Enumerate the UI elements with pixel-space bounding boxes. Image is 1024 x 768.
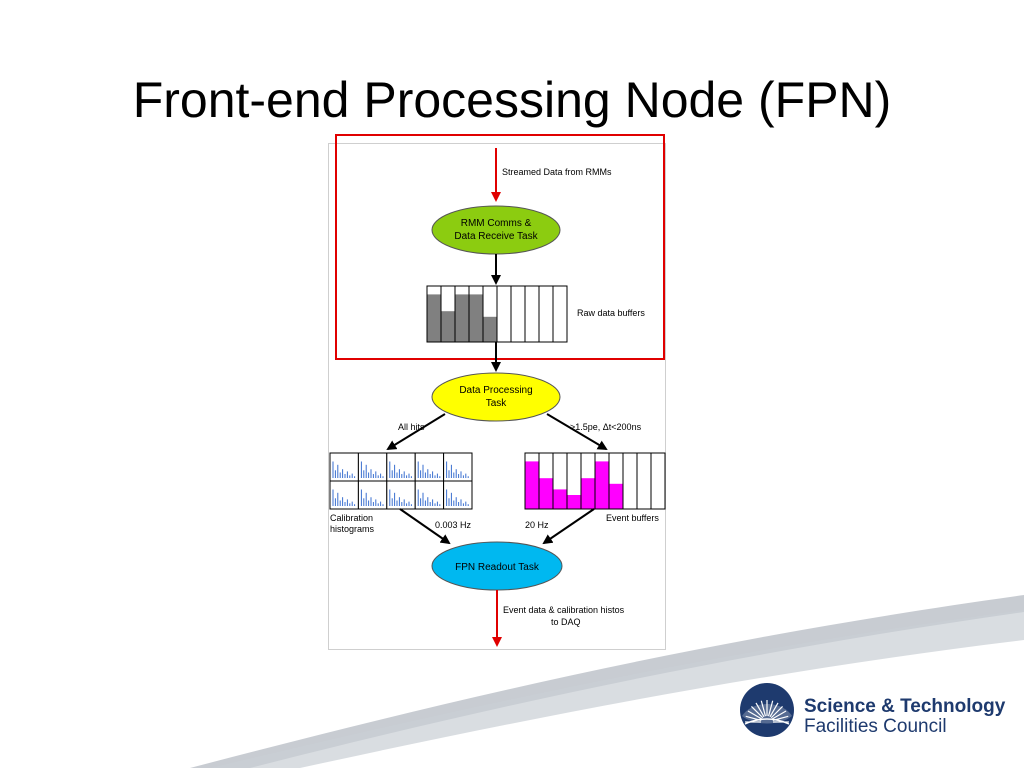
event-buffers-label: Event buffers	[606, 513, 659, 523]
raw-buffer-cell-6	[510, 285, 526, 343]
event-buffer-fill-5	[595, 461, 609, 509]
calibration-to-readout-arrow	[399, 508, 451, 545]
event-buffer-cell-9	[650, 452, 666, 510]
raw-buffer-cell-8	[538, 285, 554, 343]
raw-buffer-fill-0	[427, 294, 441, 342]
processing-to-events-arrow	[546, 413, 608, 451]
cut-label: >1.5pe, Δt<200ns	[570, 422, 642, 432]
calibration-histogram-8	[414, 480, 445, 510]
event-rate-label: 20 Hz	[525, 520, 549, 530]
event-buffer-fill-2	[553, 489, 567, 509]
logo-line1: Science & Technology	[804, 696, 1006, 717]
calibration-histogram-1	[357, 452, 388, 482]
rmm-comms-label-line1: RMM Comms &	[461, 218, 532, 229]
calibration-histogram-9	[443, 480, 473, 510]
calibration-rate-label: 0.003 Hz	[435, 520, 472, 530]
fpn-readout-label: FPN Readout Task	[455, 562, 540, 573]
calibration-histogram-7	[386, 480, 416, 510]
raw-buffers-label: Raw data buffers	[577, 308, 645, 318]
processing-to-calibration-arrow	[386, 413, 446, 451]
rmm-comms-node	[431, 205, 561, 255]
calibration-histogram-6	[357, 480, 388, 510]
calibration-histogram-3	[414, 452, 445, 482]
calibration-label-line2: histograms	[330, 524, 375, 534]
raw-buffer-fill-2	[455, 294, 469, 342]
calibration-histogram-4	[443, 452, 473, 482]
stfc-logo-text: Science & Technology Facilities Council	[804, 697, 1005, 737]
calibration-histogram-5	[329, 480, 359, 510]
event-buffer-fill-1	[539, 478, 553, 509]
raw-data-buffers	[426, 285, 568, 343]
raw-buffer-cell-5	[496, 285, 512, 343]
event-buffer-cell-8	[636, 452, 652, 510]
all-hits-label: All hits	[398, 422, 425, 432]
output-label-line2: to DAQ	[551, 617, 581, 627]
streamed-data-label: Streamed Data from RMMs	[502, 167, 612, 177]
event-buffer-cell-7	[622, 452, 638, 510]
calibration-histogram-0	[329, 452, 359, 482]
raw-buffer-fill-1	[441, 311, 455, 342]
raw-buffer-fill-3	[469, 294, 483, 342]
rmm-comms-label-line2: Data Receive Task	[454, 231, 538, 242]
calibration-histograms	[329, 452, 473, 510]
raw-buffer-cell-9	[552, 285, 568, 343]
stfc-logo-icon	[740, 683, 794, 737]
data-processing-label-line1: Data Processing	[459, 385, 532, 396]
event-buffer-fill-0	[525, 461, 539, 509]
event-buffer-fill-3	[567, 495, 581, 509]
calibration-histogram-2	[386, 452, 416, 482]
logo-line2: Facilities Council	[804, 716, 947, 737]
highlight-box	[335, 134, 665, 360]
raw-buffer-fill-4	[483, 316, 497, 342]
output-label-line1: Event data & calibration histos	[503, 605, 625, 615]
event-buffers	[524, 452, 666, 510]
data-processing-node	[431, 372, 561, 422]
event-buffer-fill-4	[581, 478, 595, 509]
calibration-label-line1: Calibration	[330, 513, 373, 523]
slide-title: Front-end Processing Node (FPN)	[132, 72, 892, 128]
event-buffer-fill-6	[609, 483, 623, 509]
raw-buffer-cell-7	[524, 285, 540, 343]
data-processing-label-line2: Task	[486, 398, 508, 409]
events-to-readout-arrow	[542, 508, 595, 545]
